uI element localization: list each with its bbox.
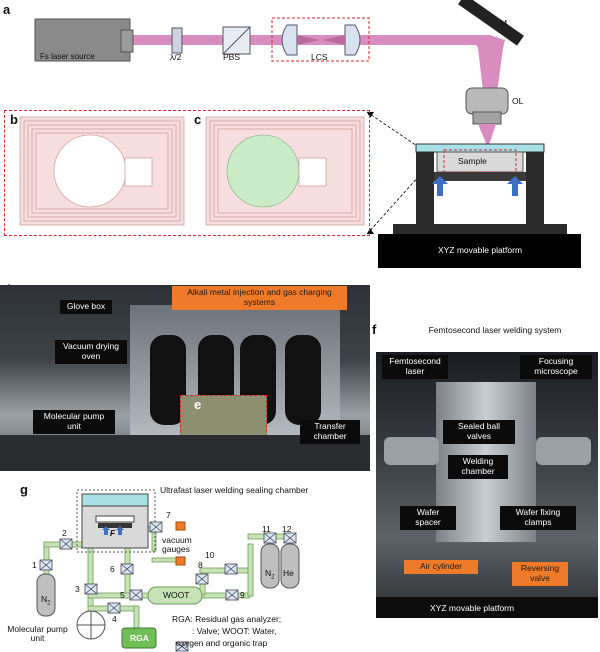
he-cylinder xyxy=(280,543,300,589)
vacuum-oven-tag: Vacuum drying oven xyxy=(55,340,127,364)
force-label-left: F xyxy=(437,196,443,206)
woot-box xyxy=(147,586,203,605)
valve-num-8: 8 xyxy=(198,560,203,570)
f-title: Femtosecond laser welding system xyxy=(428,325,562,335)
vacuum-gauge-1 xyxy=(175,521,186,531)
panel-label-b: b xyxy=(10,112,18,127)
optical-setup-diagram xyxy=(34,0,581,268)
wafer-b xyxy=(19,116,185,226)
valve-num-9: 9 xyxy=(240,590,245,600)
valve-num-12: 12 xyxy=(282,524,292,534)
panel-label-a: a xyxy=(3,2,11,17)
wafer-drawings xyxy=(19,116,365,226)
focusing-microscope-tag: Focusing microscope xyxy=(520,355,592,379)
air-cylinder-tag: Air cylinder xyxy=(404,560,478,574)
wafer-spacer-tag: Wafer spacer xyxy=(400,506,456,530)
objective-label: OL xyxy=(512,96,524,106)
valve-num-7: 7 xyxy=(166,510,171,520)
injection-tag: Alkali metal injection and gas charging … xyxy=(172,286,347,310)
vacuum-gauges-label: vacuum gauges xyxy=(162,535,192,555)
chamber-right-wall xyxy=(526,152,544,224)
valve-num-6: 6 xyxy=(110,564,115,574)
glove-box-tag: Glove box xyxy=(60,300,112,314)
n2-label-right: N2 xyxy=(265,568,275,581)
platform-block xyxy=(378,234,581,268)
valve-symbols xyxy=(39,521,297,652)
force-arrow-right xyxy=(507,176,523,196)
sample-label: Sample xyxy=(458,156,487,166)
valve-num-4: 4 xyxy=(112,614,117,624)
chamber-base xyxy=(393,224,567,234)
platform-label: XYZ movable platform xyxy=(437,245,523,255)
g-force-label: F xyxy=(110,528,116,538)
half-wave-plate xyxy=(171,27,183,54)
legend-line-3: oxygen and organic trap xyxy=(176,638,268,648)
pipe-3 xyxy=(87,547,94,609)
g-chamber-label: Ultrafast laser welding sealing chamber xyxy=(160,485,309,495)
valve-num-1: 1 xyxy=(32,560,37,570)
pump-label: Molecular pump unit xyxy=(7,624,68,644)
g-chamber-lid xyxy=(81,493,149,507)
fs-source-label: Fs laser source xyxy=(40,52,95,61)
n2-label-left: N2 xyxy=(41,594,51,607)
force-arrow-left xyxy=(432,176,448,196)
gas-system-schematic xyxy=(36,489,300,652)
welding-chamber-label: Welding chamber xyxy=(461,185,496,205)
chamber-left-wall xyxy=(416,152,434,224)
legend-line-2: : Valve; WOOT: Water, xyxy=(192,626,277,636)
rga-label: RGA xyxy=(130,633,149,643)
panel-bc-frame xyxy=(4,110,370,236)
half-wave-label: λ/2 xyxy=(170,52,182,62)
legend-line-1: RGA: Residual gas analyzer; xyxy=(172,614,282,624)
valve-num-10: 10 xyxy=(205,550,215,560)
panel-label-g: g xyxy=(20,482,28,497)
laser-beam-vertical xyxy=(485,40,495,110)
woot-label: WOOT xyxy=(163,590,190,600)
valve-num-11: 11 xyxy=(262,524,271,534)
sealed-valves-tag: Sealed ball valves xyxy=(443,420,515,444)
valve-num-2: 2 xyxy=(62,528,67,538)
transfer-tag: Transfer chamber xyxy=(300,420,360,444)
mirror xyxy=(458,0,524,46)
wafer-clamps-tag: Wafer fixing clamps xyxy=(500,506,576,530)
panel-label-f: f xyxy=(372,322,377,337)
vacuum-gauge-2 xyxy=(175,556,186,566)
reversing-valve-tag: Reversing valve xyxy=(512,562,568,586)
lcs-label: LCS xyxy=(311,52,328,62)
he-label: He xyxy=(283,568,294,578)
wafer-c xyxy=(205,116,365,226)
pbs-label: PBS xyxy=(223,52,241,62)
chamber-top-plate xyxy=(415,143,545,153)
force-label-right: F xyxy=(512,196,518,206)
rga-box xyxy=(121,627,157,649)
valve-num-3: 3 xyxy=(75,584,80,594)
pump-unit-tag: Molecular pump unit xyxy=(33,410,115,434)
mirror-label: M xyxy=(500,18,508,28)
laser-source-box xyxy=(34,18,131,62)
f-platform-label: XYZ movable platform xyxy=(430,603,515,613)
welding-chamber-tag: Welding chamber xyxy=(448,455,508,479)
objective-lens xyxy=(465,87,509,115)
panel-label-e: e xyxy=(194,397,202,412)
n2-cylinder-left xyxy=(36,573,56,617)
femtosecond-laser-tag: Femtosecond laser xyxy=(382,355,448,379)
valve-num-5: 5 xyxy=(120,590,125,600)
sample-holder xyxy=(434,172,526,181)
n2-cylinder-right xyxy=(260,543,280,589)
panel-label-c: c xyxy=(194,112,202,127)
